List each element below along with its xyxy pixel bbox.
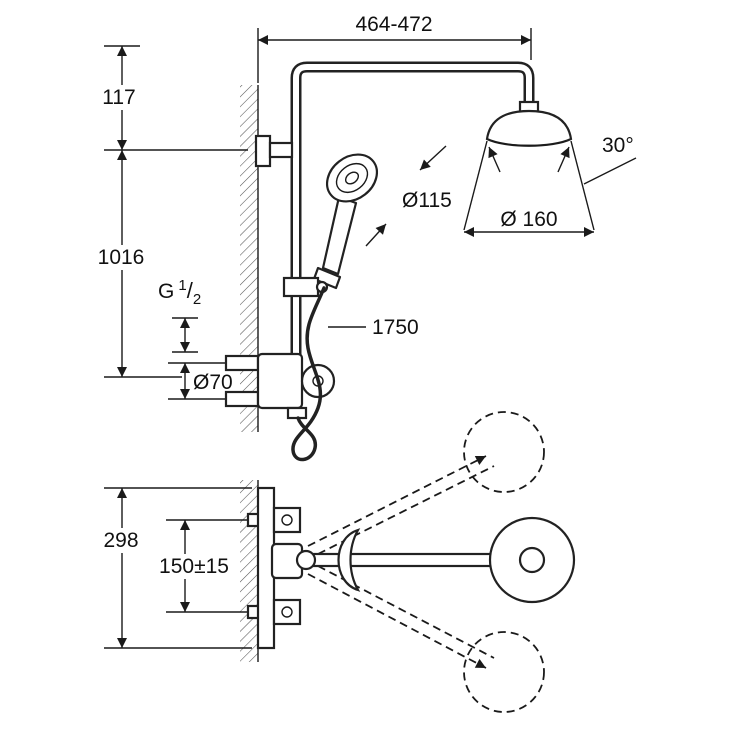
label-backing bbox=[96, 528, 148, 553]
arrow-upper bbox=[419, 145, 447, 171]
dimension-70: Ø70 bbox=[168, 362, 233, 400]
hose-outlet bbox=[286, 406, 308, 420]
cone-line-right bbox=[570, 140, 595, 231]
fitting-lower bbox=[272, 598, 302, 626]
supply-stub-top bbox=[224, 354, 260, 372]
hand-shower bbox=[312, 153, 378, 290]
wall-hatch bbox=[240, 85, 258, 432]
dimension-298: 298 bbox=[96, 487, 252, 649]
spray-angle-label: 30° bbox=[602, 134, 634, 157]
thermostat-valve bbox=[224, 352, 336, 420]
fitting-lower-screw bbox=[281, 606, 293, 618]
valve-body bbox=[256, 352, 304, 410]
slider-body bbox=[282, 276, 320, 298]
dim-1016-label: 1016 bbox=[98, 246, 145, 269]
cone-line-left bbox=[463, 140, 488, 231]
bracket-arm bbox=[268, 141, 294, 159]
bracket-flange bbox=[254, 134, 272, 168]
fitting-upper bbox=[272, 506, 302, 534]
swivel-position-lower bbox=[463, 631, 545, 713]
swivel-position-upper bbox=[463, 411, 545, 493]
shower-hose bbox=[291, 286, 326, 462]
fitting-upper-screw bbox=[281, 514, 293, 526]
dim-70-label: Ø70 bbox=[193, 371, 233, 394]
spray-angle-annotation: 30° bbox=[463, 134, 637, 231]
supply-stub-bottom bbox=[224, 390, 260, 408]
shower-arm-plan bbox=[295, 516, 576, 604]
dimension-150: 150±15 bbox=[152, 519, 250, 613]
head-ring bbox=[335, 162, 369, 194]
dim-117-label: 117 bbox=[102, 86, 135, 109]
angle-leader-line bbox=[583, 157, 637, 185]
arrow-lower bbox=[365, 223, 387, 247]
label-backing bbox=[152, 554, 236, 579]
dim-115-label: Ø115 bbox=[402, 189, 452, 212]
dim-160-label: Ø 160 bbox=[500, 208, 557, 231]
spray-arrow-left bbox=[488, 146, 501, 173]
shower-rail-pipe bbox=[290, 61, 535, 356]
arm-tube bbox=[304, 552, 494, 568]
wall-bracket bbox=[254, 134, 294, 168]
dimension-160: Ø 160 bbox=[464, 208, 594, 237]
head-hub-plan bbox=[518, 546, 546, 574]
hose-curve bbox=[291, 286, 326, 462]
head-center bbox=[344, 171, 360, 185]
arm-escutcheon bbox=[337, 528, 361, 592]
dimension-115: Ø115 bbox=[365, 145, 452, 247]
dim-150-label: 150±15 bbox=[159, 555, 229, 578]
arm-pivot bbox=[295, 549, 317, 571]
pipe-fill bbox=[293, 64, 532, 356]
dimension-top-width: 464-472 bbox=[257, 13, 532, 83]
spray-arrow-right bbox=[557, 146, 570, 173]
plan-view: 298 150±15 bbox=[96, 411, 576, 713]
label-backing bbox=[92, 245, 150, 270]
rain-shower-head bbox=[485, 100, 573, 147]
label-backing bbox=[96, 85, 142, 110]
handle-nut bbox=[312, 266, 342, 290]
swivel-arrow-lower bbox=[307, 573, 487, 669]
swivel-arrow-upper bbox=[307, 455, 487, 547]
dim-298-label: 298 bbox=[103, 529, 138, 552]
dimension-hose-length: 1750 bbox=[328, 316, 419, 339]
dimension-1016: 1016 bbox=[92, 149, 248, 378]
head-rim-line bbox=[491, 140, 567, 147]
dimension-117: 117 bbox=[96, 45, 142, 150]
hose-length-label: 1750 bbox=[372, 316, 419, 339]
wall-hatch-plan bbox=[240, 480, 258, 662]
dim-top-width-label: 464-472 bbox=[355, 13, 432, 36]
